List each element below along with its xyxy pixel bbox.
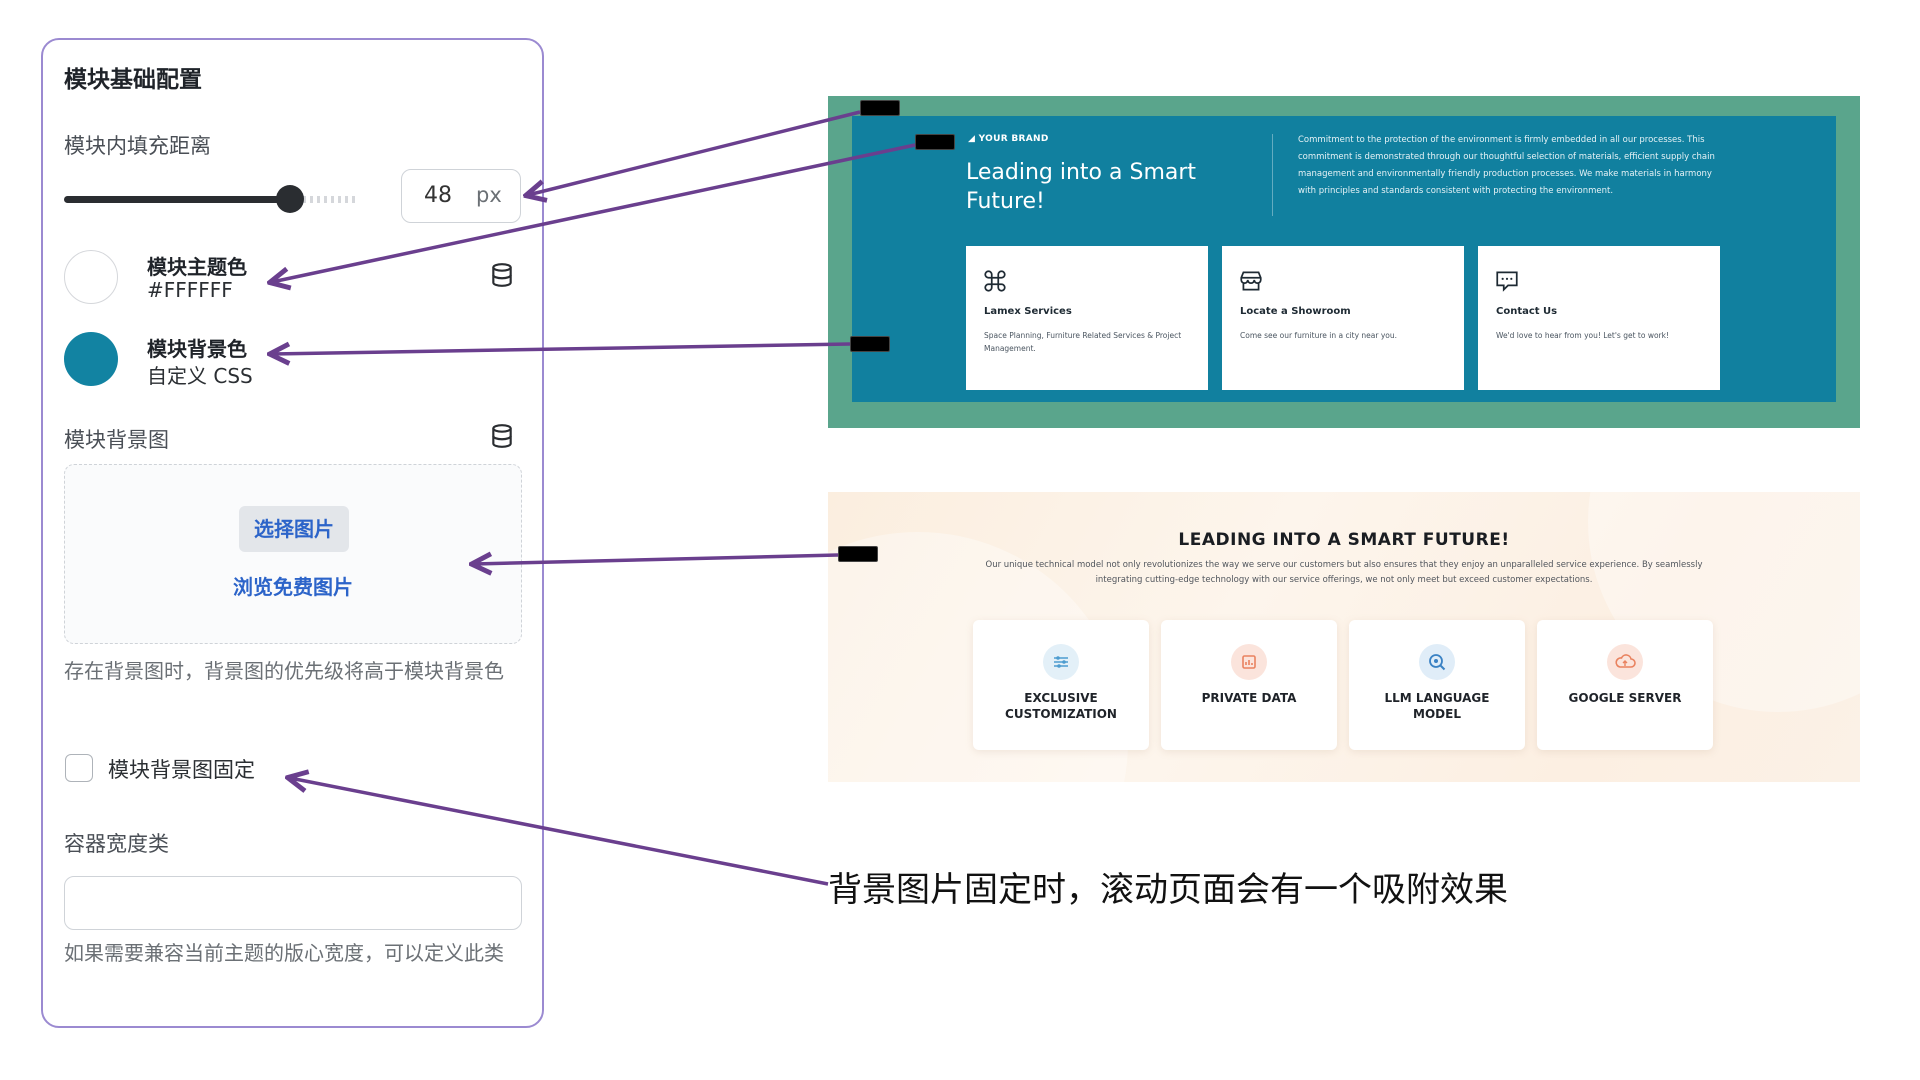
- theme-color-label: 模块主题色: [147, 255, 247, 279]
- padding-unit: px: [476, 183, 502, 207]
- redaction-marker: [915, 134, 955, 150]
- choose-image-button[interactable]: 选择图片: [239, 506, 349, 552]
- redaction-marker: [850, 336, 890, 352]
- cream-title: LEADING INTO A SMART FUTURE!: [1178, 530, 1510, 550]
- container-width-input[interactable]: [64, 876, 522, 930]
- card-desc: We'd love to hear from you! Let's get to…: [1496, 331, 1669, 340]
- module-settings-panel: 模块基础配置 模块内填充距离 48 px 模块主题色 #FFFFFF 模块背景色…: [41, 38, 544, 1028]
- feature-label: EXCLUSIVE CUSTOMIZATION: [1005, 691, 1117, 721]
- padding-slider-thumb[interactable]: [276, 185, 304, 213]
- theme-color-swatch[interactable]: [64, 250, 118, 304]
- fixed-bg-label[interactable]: 模块背景图固定: [108, 758, 255, 782]
- cream-preview: LEADING INTO A SMART FUTURE! Our unique …: [828, 492, 1860, 782]
- feature-card[interactable]: GOOGLE SERVER: [1537, 620, 1713, 750]
- annotation-caption: 背景图片固定时，滚动页面会有一个吸附效果: [828, 870, 1508, 910]
- database-icon[interactable]: [489, 423, 515, 449]
- card-desc: Come see our furniture in a city near yo…: [1240, 331, 1398, 340]
- card-title: Lamex Services: [984, 306, 1072, 317]
- feature-card[interactable]: EXCLUSIVE CUSTOMIZATION: [973, 620, 1149, 750]
- container-width-hint: 如果需要兼容当前主题的版心宽度，可以定义此类: [64, 941, 504, 965]
- panel-title: 模块基础配置: [64, 67, 202, 93]
- feature-label: PRIVATE DATA: [1201, 691, 1297, 705]
- data-icon: [1231, 644, 1267, 680]
- bg-color-swatch[interactable]: [64, 332, 118, 386]
- bg-color-label: 模块背景色: [147, 337, 247, 361]
- browse-free-images-link[interactable]: 浏览免费图片: [233, 575, 353, 599]
- teal-preview-inner: ◢ YOUR BRAND Leading into a Smart Future…: [852, 116, 1836, 402]
- arrow-padding: [528, 110, 861, 195]
- teal-paragraph: Commitment to the protection of the envi…: [1298, 135, 1715, 196]
- teal-preview-outer: ◢ YOUR BRAND Leading into a Smart Future…: [828, 96, 1860, 428]
- fixed-bg-checkbox[interactable]: [65, 754, 93, 782]
- theme-color-value: #FFFFFF: [147, 278, 233, 302]
- feature-label: GOOGLE SERVER: [1568, 691, 1682, 705]
- card-title: Contact Us: [1496, 306, 1558, 317]
- sliders-icon: [1043, 644, 1079, 680]
- redaction-marker: [838, 546, 878, 562]
- service-card[interactable]: Contact Us We'd love to hear from you! L…: [1478, 246, 1720, 390]
- bg-image-upload-area[interactable]: 选择图片 浏览免费图片: [64, 464, 522, 644]
- redaction-marker: [860, 100, 900, 116]
- teal-heading: Leading into a Smart Future!: [966, 160, 1197, 214]
- brand-label: ◢ YOUR BRAND: [968, 134, 1049, 144]
- container-width-label: 容器宽度类: [64, 832, 169, 856]
- service-card[interactable]: Locate a Showroom Come see our furniture…: [1222, 246, 1464, 390]
- padding-label: 模块内填充距离: [64, 134, 211, 158]
- padding-slider-rest[interactable]: [296, 196, 356, 203]
- feature-card[interactable]: LLM LANGUAGE MODEL: [1349, 620, 1525, 750]
- teal-divider: [1272, 134, 1273, 216]
- command-icon: [984, 270, 1006, 292]
- brand-text: YOUR BRAND: [978, 134, 1049, 144]
- cream-subtitle: Our unique technical model not only revo…: [985, 560, 1703, 585]
- service-card[interactable]: Lamex Services Space Planning, Furniture…: [966, 246, 1208, 390]
- padding-value: 48: [424, 183, 452, 208]
- padding-input[interactable]: 48 px: [401, 169, 521, 223]
- cloud-icon: [1607, 644, 1643, 680]
- bg-color-value: 自定义 CSS: [147, 364, 253, 388]
- feature-label: LLM LANGUAGE MODEL: [1384, 691, 1490, 721]
- padding-slider-track[interactable]: [64, 196, 296, 203]
- feature-card[interactable]: PRIVATE DATA: [1161, 620, 1337, 750]
- bg-image-hint: 存在背景图时，背景图的优先级将高于模块背景色: [64, 659, 504, 683]
- language-icon: [1419, 644, 1455, 680]
- card-desc: Space Planning, Furniture Related Servic…: [984, 331, 1182, 353]
- store-icon: [1240, 271, 1262, 291]
- bg-image-label: 模块背景图: [64, 428, 169, 452]
- chat-icon: [1496, 271, 1518, 292]
- database-icon[interactable]: [489, 262, 515, 288]
- card-title: Locate a Showroom: [1240, 306, 1351, 317]
